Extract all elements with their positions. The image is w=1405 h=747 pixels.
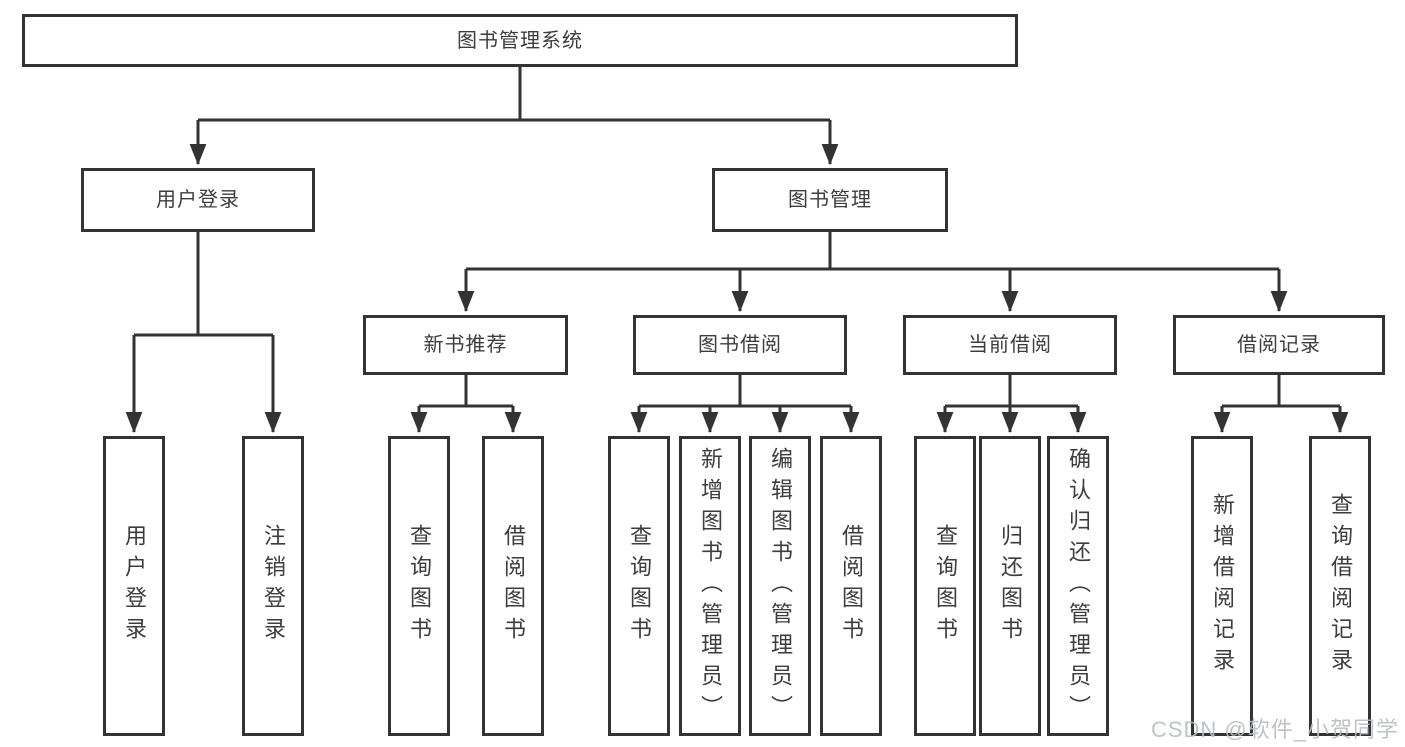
node-user-login: 用户登录	[81, 168, 315, 232]
leaf-user-login: 用户登录	[103, 436, 165, 736]
leaf-br-query-record: 查询借阅记录	[1309, 436, 1371, 736]
leaf-cb-return-books: 归还图书	[979, 436, 1041, 736]
leaf-bb-add-books-admin: 新增图书（管理员）	[679, 436, 741, 736]
node-book-borrow: 图书借阅	[633, 315, 847, 375]
node-new-book-recommend: 新书推荐	[363, 315, 568, 375]
leaf-cb-confirm-return-admin: 确认归还（管理员）	[1047, 436, 1109, 736]
leaf-br-add-record: 新增借阅记录	[1191, 436, 1253, 736]
leaf-bb-borrow-books: 借阅图书	[820, 436, 882, 736]
node-root: 图书管理系统	[22, 14, 1018, 67]
leaf-nbr-borrow-books: 借阅图书	[482, 436, 544, 736]
leaf-nbr-query-books: 查询图书	[388, 436, 450, 736]
watermark: CSDN @软件_小贺同学	[1150, 717, 1399, 742]
leaf-logout: 注销登录	[242, 436, 304, 736]
node-borrow-records: 借阅记录	[1173, 315, 1385, 375]
node-current-borrow: 当前借阅	[903, 315, 1117, 375]
node-book-management: 图书管理	[712, 168, 948, 232]
leaf-bb-query-books: 查询图书	[608, 436, 670, 736]
leaf-bb-edit-books-admin: 编辑图书（管理员）	[749, 436, 811, 736]
leaf-cb-query-books: 查询图书	[914, 436, 976, 736]
